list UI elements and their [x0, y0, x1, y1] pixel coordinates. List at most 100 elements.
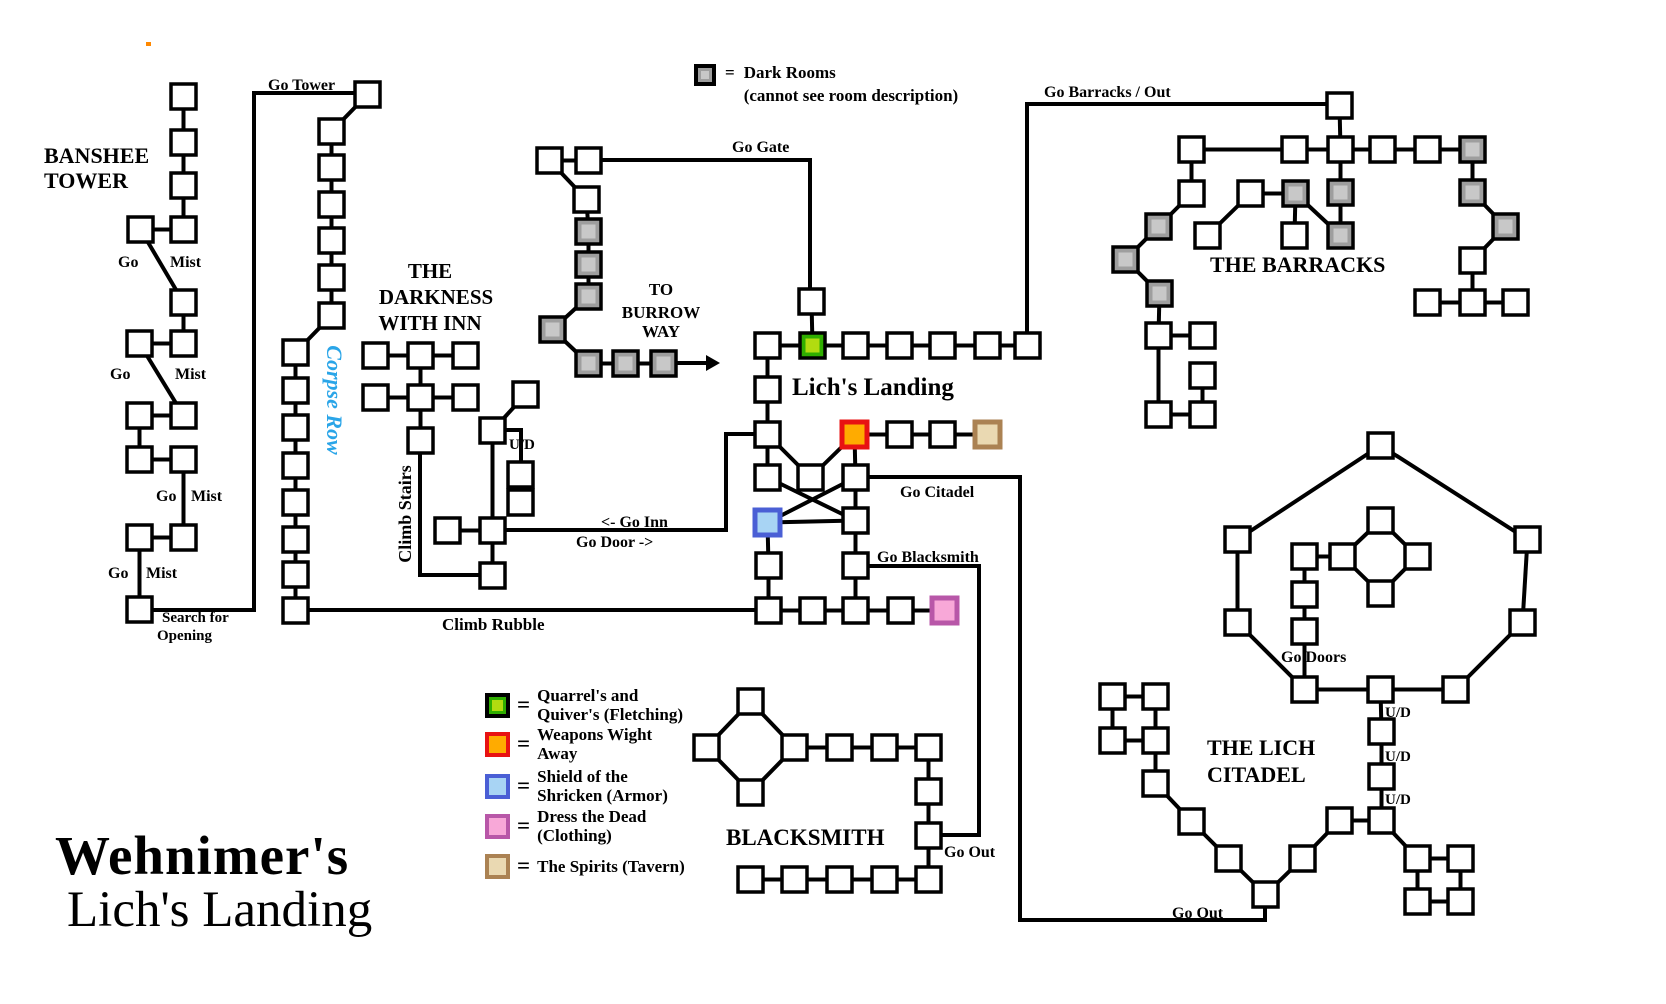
- dark-legend-line1: Dark Rooms: [743, 63, 836, 82]
- dark-legend-text: Dark Rooms (cannot see room description): [744, 61, 959, 107]
- exit-path: [855, 564, 981, 837]
- room: [1328, 542, 1357, 571]
- map-label: BLACKSMITH: [726, 825, 885, 850]
- room: [125, 523, 154, 552]
- room: [506, 460, 535, 489]
- room: [753, 375, 782, 404]
- dark-room: [574, 349, 603, 378]
- room: [1368, 135, 1397, 164]
- room: [780, 733, 809, 762]
- map-label: THE BARRACKS: [1210, 252, 1385, 277]
- dark-room-core: [581, 289, 596, 304]
- map-label: Corpse Row: [322, 345, 347, 455]
- room: [736, 865, 765, 894]
- room: [1251, 880, 1280, 909]
- room: [126, 215, 155, 244]
- red-shop-swatch-icon: [485, 731, 510, 757]
- room: [125, 595, 154, 624]
- shop-room-fletching-core: [805, 338, 820, 353]
- map-label: Go Door ->: [576, 534, 653, 551]
- dark-room-core: [1152, 286, 1167, 301]
- room: [169, 523, 198, 552]
- room: [1413, 135, 1442, 164]
- room: [928, 420, 957, 449]
- room: [317, 153, 346, 182]
- title-line2: Lich's Landing: [67, 882, 373, 939]
- room: [1188, 321, 1217, 350]
- legend-item-label: Dress the Dead(Clothing): [537, 807, 647, 845]
- room: [1290, 675, 1319, 704]
- room: [1098, 682, 1127, 711]
- room: [1508, 608, 1537, 637]
- map-label: TOWER: [44, 168, 129, 193]
- dark-room-core: [1333, 185, 1348, 200]
- room: [478, 516, 507, 545]
- exit-path: [855, 475, 1267, 922]
- map-label: Go Out: [944, 844, 996, 861]
- accent-dot: [146, 42, 151, 46]
- dark-room-core: [1465, 142, 1480, 157]
- map-label: Mist: [170, 254, 202, 271]
- legend-equals: =: [517, 813, 531, 838]
- map-label: Go: [108, 565, 128, 582]
- room: [1441, 675, 1470, 704]
- room: [885, 331, 914, 360]
- room: [361, 341, 390, 370]
- room: [754, 551, 783, 580]
- room: [317, 117, 346, 146]
- room: [1290, 617, 1319, 646]
- room: [574, 146, 603, 175]
- room: [451, 341, 480, 370]
- room: [1141, 726, 1170, 755]
- room: [169, 329, 198, 358]
- dark-room-core: [1288, 186, 1303, 201]
- green-shop-swatch-icon: [485, 692, 510, 718]
- map-label: Go Doors: [1281, 649, 1346, 666]
- room: [780, 865, 809, 894]
- room: [1403, 844, 1432, 873]
- room: [1367, 717, 1396, 746]
- room: [1214, 844, 1243, 873]
- room: [281, 560, 310, 589]
- room: [736, 778, 765, 807]
- room: [1177, 135, 1206, 164]
- room: [870, 865, 899, 894]
- room: [841, 506, 870, 535]
- title-line1: Wehnimer's: [55, 825, 350, 886]
- exit-path: [492, 432, 767, 532]
- room: [796, 463, 825, 492]
- room: [317, 226, 346, 255]
- room: [1013, 331, 1042, 360]
- room: [1326, 135, 1355, 164]
- room: [1366, 431, 1395, 460]
- legend-equals: =: [517, 853, 531, 878]
- map-label: Opening: [157, 628, 213, 644]
- dark-room-core: [581, 257, 596, 272]
- map-label: Go Citadel: [900, 484, 975, 501]
- map-label: Mist: [191, 488, 223, 505]
- room: [125, 445, 154, 474]
- room: [825, 733, 854, 762]
- map-label: CITADEL: [1207, 762, 1306, 787]
- dark-room: [1281, 179, 1310, 208]
- room: [478, 561, 507, 590]
- room: [281, 488, 310, 517]
- room: [451, 383, 480, 412]
- room: [1413, 288, 1442, 317]
- room: [1366, 506, 1395, 535]
- map-label: U/D: [509, 437, 535, 453]
- room: [886, 596, 915, 625]
- pink-shop-swatch-icon: [485, 813, 510, 839]
- map-label: THE: [408, 259, 452, 283]
- room: [1501, 288, 1530, 317]
- dark-room-core: [1151, 219, 1166, 234]
- map-label: Lich's Landing: [792, 374, 954, 401]
- map-label: Climb Rubble: [442, 615, 545, 634]
- legend-item-pink: =Dress the Dead(Clothing): [485, 805, 646, 847]
- room: [1280, 221, 1309, 250]
- room: [1446, 887, 1475, 916]
- dark-room-swatch-icon: [694, 64, 716, 86]
- room: [572, 185, 601, 214]
